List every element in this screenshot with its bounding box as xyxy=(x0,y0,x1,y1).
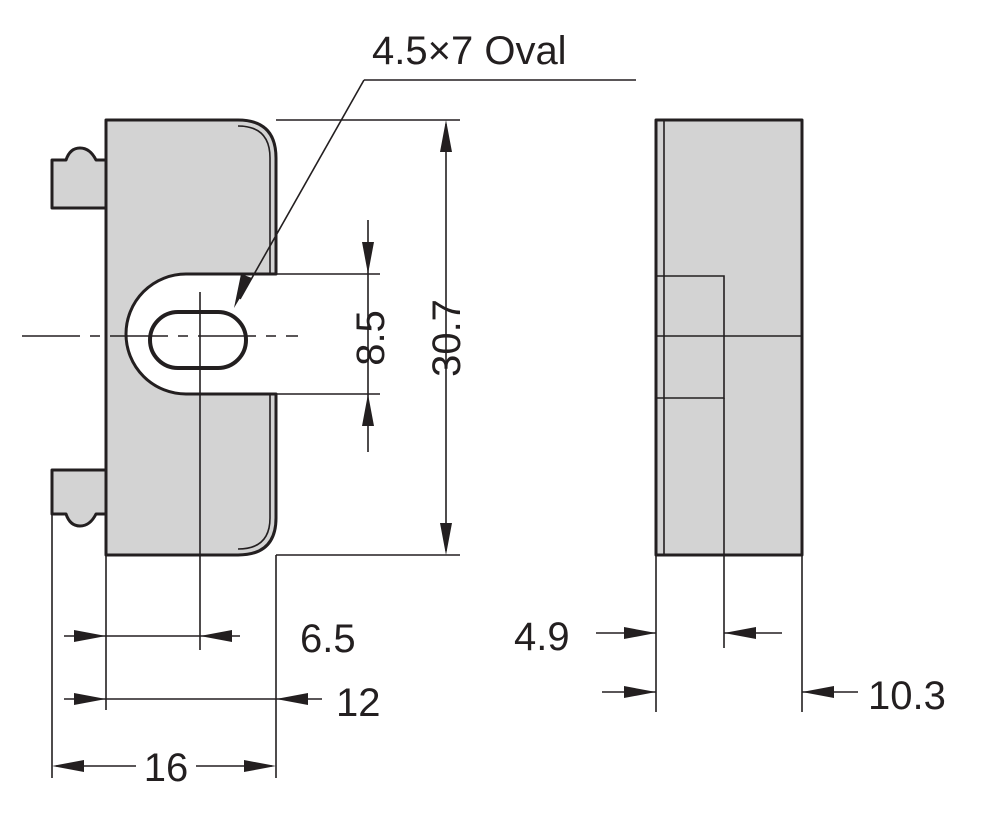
oval-hole-label: 4.5×7 Oval xyxy=(372,29,567,73)
dim-30-7-label: 30.7 xyxy=(425,299,469,377)
dim-8-5-label: 8.5 xyxy=(349,310,393,366)
upper-tab xyxy=(50,146,108,210)
front-body-inner-edge xyxy=(237,125,271,550)
dim-12-label: 12 xyxy=(336,681,381,725)
front-view xyxy=(22,118,298,650)
side-body xyxy=(654,118,804,557)
side-dimensions xyxy=(596,555,858,712)
dim-16-label: 16 xyxy=(144,746,189,790)
side-step xyxy=(656,275,725,399)
dim-4-9-label: 4.9 xyxy=(514,615,570,659)
dim-6-5-label: 6.5 xyxy=(300,617,356,661)
oval-callout-leader xyxy=(234,79,636,308)
front-dimensions xyxy=(51,119,460,778)
side-view xyxy=(654,118,804,557)
oval-slot xyxy=(148,310,248,370)
dim-10-3-label: 10.3 xyxy=(868,674,946,718)
lower-tab xyxy=(50,468,108,528)
front-body xyxy=(104,118,278,557)
